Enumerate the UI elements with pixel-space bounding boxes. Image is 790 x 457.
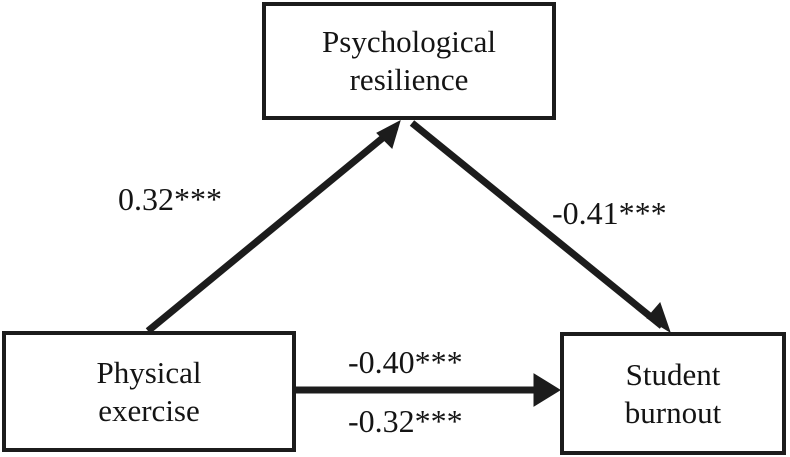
node-label-line-2: resilience <box>349 62 469 97</box>
node-student-burnout[interactable]: Student burnout <box>560 332 786 455</box>
node-label-line-2: burnout <box>624 394 722 430</box>
node-physical-exercise[interactable]: Physical exercise <box>2 331 296 452</box>
arrow-exercise-to-resilience <box>145 120 401 334</box>
node-label-line-1: Physical <box>96 354 202 390</box>
c-path-arrowhead <box>533 373 561 407</box>
path-coefficient-b: -0.41*** <box>552 195 667 231</box>
a-path-line <box>145 124 399 334</box>
b-path-arrowhead <box>646 302 671 334</box>
node-psychological-resilience[interactable]: Psychological resilience <box>262 2 556 120</box>
a-path-arrowhead <box>376 120 401 149</box>
path-coefficient-a: 0.32*** <box>118 181 222 217</box>
b-path-line <box>409 120 665 329</box>
path-coefficient-c: -0.40*** <box>348 344 463 380</box>
node-label-line-1: Student <box>625 356 721 392</box>
arrow-resilience-to-burnout <box>409 120 671 334</box>
node-label-line-1: Psychological <box>322 24 496 60</box>
node-label-line-2: exercise <box>98 392 200 428</box>
path-coefficient-c-prime: -0.32*** <box>348 403 463 439</box>
arrow-exercise-to-burnout <box>296 373 561 407</box>
